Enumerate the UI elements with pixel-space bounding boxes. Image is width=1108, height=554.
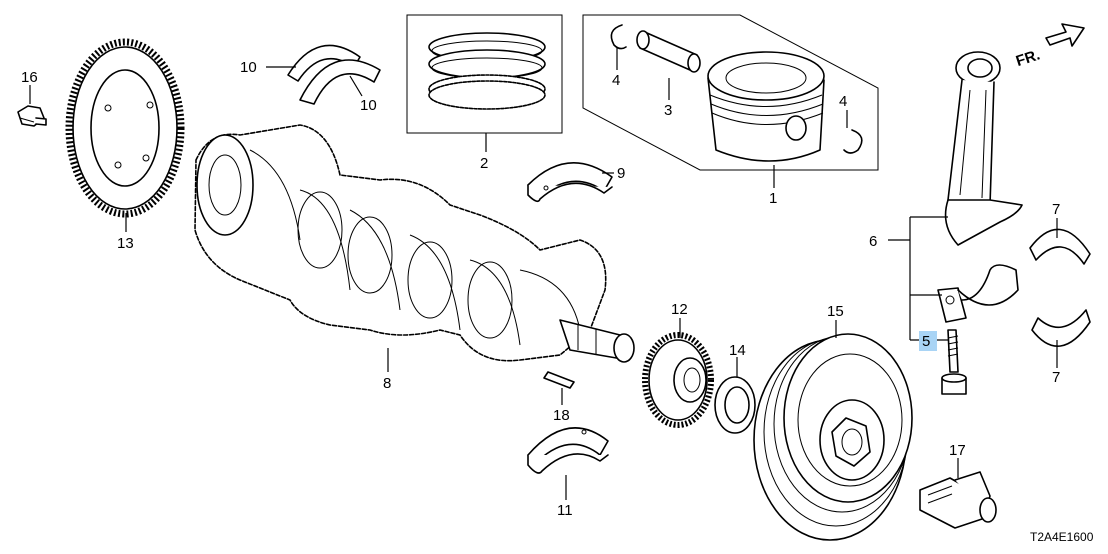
part-13-reluctor-ring[interactable] xyxy=(65,38,185,218)
part-5-conrod-bolt[interactable] xyxy=(941,329,967,395)
part-14-washer[interactable] xyxy=(714,376,756,434)
part-3-piston-pin[interactable] xyxy=(636,30,701,73)
callout-12[interactable]: 12 xyxy=(671,301,688,318)
part-7-conrod-bearing-upper[interactable] xyxy=(1029,228,1091,265)
callout-16[interactable]: 16 xyxy=(21,69,38,86)
callout-7b[interactable]: 7 xyxy=(1052,369,1060,386)
part-16-bolt[interactable] xyxy=(17,105,47,127)
part-9-bearing-shell[interactable] xyxy=(527,161,613,203)
piston-box xyxy=(582,14,879,171)
part-4-snap-ring-a[interactable] xyxy=(610,24,627,50)
part-10-thrust-washer[interactable] xyxy=(287,44,381,105)
callout-2[interactable]: 2 xyxy=(480,155,488,172)
callout-1[interactable]: 1 xyxy=(769,190,777,207)
part-11-bearing-shell[interactable] xyxy=(527,427,609,474)
callout-9[interactable]: 9 xyxy=(617,165,625,182)
diagram-code: T2A4E1600 xyxy=(1030,530,1094,544)
part-17-pulley-bolt[interactable] xyxy=(919,471,997,529)
callout-13[interactable]: 13 xyxy=(117,235,134,252)
callout-11[interactable]: 11 xyxy=(557,502,573,519)
callout-8[interactable]: 8 xyxy=(383,375,391,392)
callout-4a[interactable]: 4 xyxy=(612,72,620,89)
callout-6[interactable]: 6 xyxy=(869,233,877,250)
part-4-snap-ring-b[interactable] xyxy=(843,129,863,154)
front-direction-arrow-icon xyxy=(1045,23,1085,47)
part-12-timing-sprocket[interactable] xyxy=(642,332,714,428)
callout-15[interactable]: 15 xyxy=(827,303,844,320)
callout-5[interactable]: 5 xyxy=(922,333,930,350)
piston-ring-box xyxy=(406,14,563,134)
part-8-crankshaft[interactable] xyxy=(194,124,635,363)
callout-17[interactable]: 17 xyxy=(949,442,966,459)
callout-4b[interactable]: 4 xyxy=(839,93,847,110)
part-18-woodruff-key[interactable] xyxy=(543,371,575,389)
callout-3[interactable]: 3 xyxy=(664,102,672,119)
part-6-connecting-rod[interactable] xyxy=(937,51,1023,323)
part-2-piston-rings[interactable] xyxy=(428,32,546,110)
part-1-piston[interactable] xyxy=(707,51,825,162)
part-15-crankshaft-pulley[interactable] xyxy=(753,333,913,541)
direction-label: FR. xyxy=(1014,46,1042,70)
part-7-conrod-bearing-lower[interactable] xyxy=(1031,309,1091,347)
callout-10a[interactable]: 10 xyxy=(240,59,257,76)
callout-18[interactable]: 18 xyxy=(553,407,570,424)
callout-5-highlight xyxy=(919,331,937,351)
callout-14[interactable]: 14 xyxy=(729,342,746,359)
callout-7a[interactable]: 7 xyxy=(1052,201,1060,218)
callout-10b[interactable]: 10 xyxy=(360,97,377,114)
